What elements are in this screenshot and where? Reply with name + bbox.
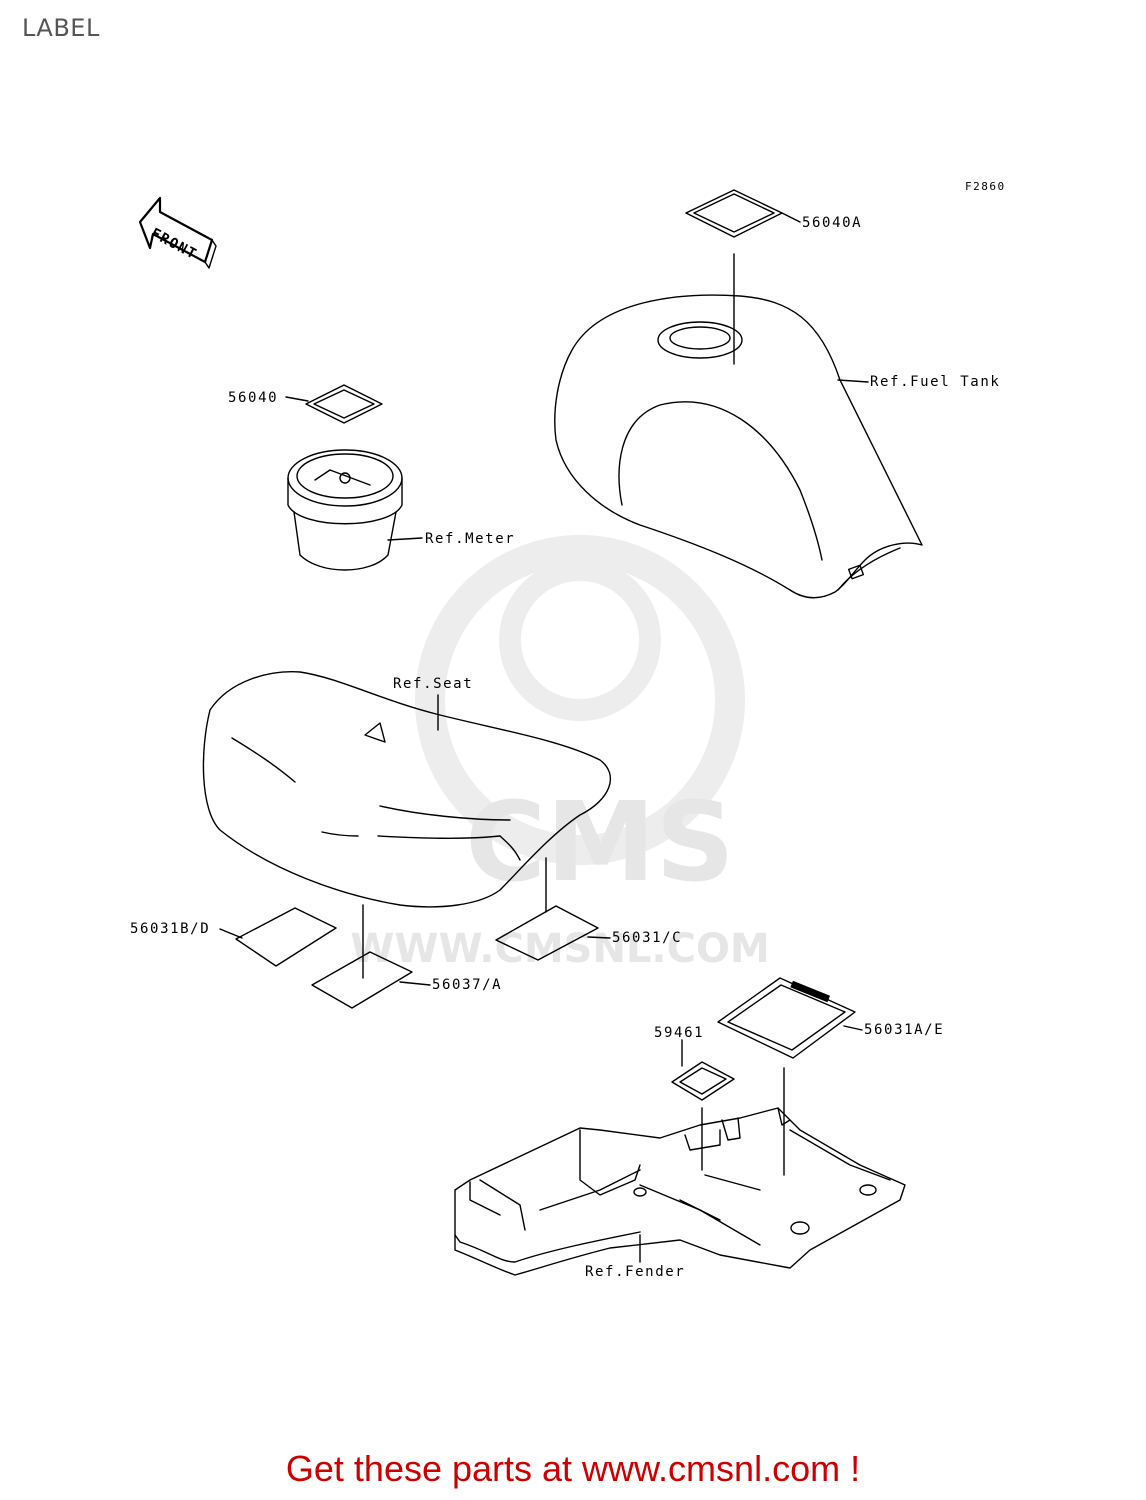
callout-56037a: 56037/A — [432, 977, 502, 993]
footer-cta-text[interactable]: Get these parts at www.cmsnl.com ! — [285, 1448, 861, 1489]
fender — [454, 1107, 906, 1276]
label-56031bd — [219, 907, 337, 967]
callout-56031ae: 56031A/E — [864, 1022, 944, 1038]
meter — [287, 449, 423, 571]
watermark-brand: CMS — [465, 778, 734, 906]
seat — [202, 671, 611, 908]
label-56040 — [285, 384, 383, 424]
label-56040a — [685, 189, 801, 365]
callout-56040a: 56040A — [802, 215, 862, 231]
label-59461 — [671, 1039, 735, 1171]
page-title: LABEL — [22, 14, 100, 42]
label-56031c — [495, 857, 611, 961]
callout-56031bd: 56031B/D — [130, 921, 210, 937]
callout-56031c: 56031/C — [612, 930, 682, 946]
label-56031ae — [717, 977, 863, 1176]
label-56037a — [311, 904, 431, 1009]
front-direction-arrow: FRONT — [138, 196, 217, 269]
callout-ref-fender: Ref.Fender — [585, 1264, 685, 1280]
callout-ref-seat: Ref.Seat — [393, 676, 473, 692]
fuel-tank — [554, 294, 923, 599]
callout-59461: 59461 — [654, 1025, 704, 1041]
footer-cta[interactable]: Get these parts at www.cmsnl.com ! — [0, 1448, 1146, 1490]
callout-ref-meter: Ref.Meter — [425, 531, 515, 547]
front-label: FRONT — [148, 225, 200, 263]
callout-56040: 56040 — [228, 390, 278, 406]
callout-ref-fuel-tank: Ref.Fuel Tank — [870, 374, 1000, 390]
figure-id: F2860 — [965, 180, 1006, 193]
